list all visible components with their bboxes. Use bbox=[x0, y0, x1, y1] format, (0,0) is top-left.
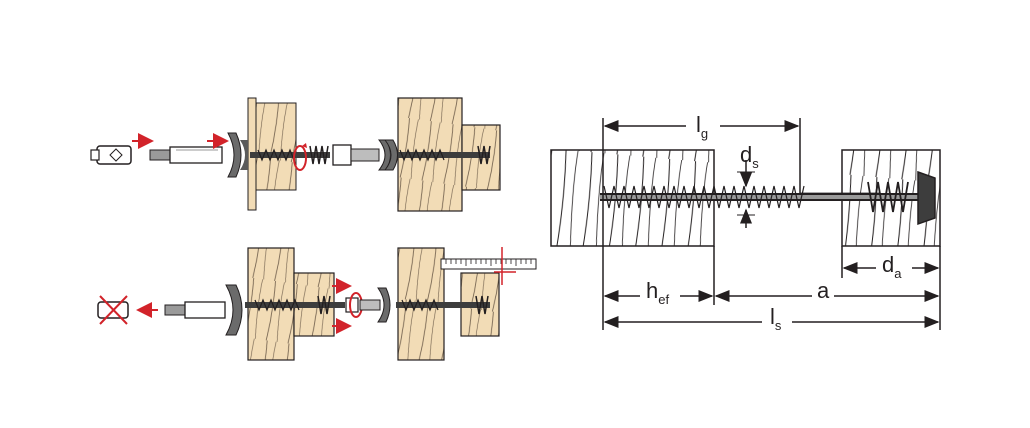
dimension-lg-label: lg bbox=[696, 112, 708, 141]
step-3-installed bbox=[383, 97, 501, 212]
crossed-out-bit-icon bbox=[97, 295, 129, 325]
screw-detail bbox=[600, 170, 936, 226]
drive-bit bbox=[149, 146, 223, 164]
step-5-tighten bbox=[245, 247, 391, 361]
step-2-screwing bbox=[240, 97, 391, 211]
dimension-ls-label: ls bbox=[770, 304, 782, 333]
clockwise-rotation-icon bbox=[293, 145, 307, 171]
dimension-ds-label: ds bbox=[740, 142, 759, 171]
bit-holder-icon bbox=[90, 145, 132, 165]
measuring-ruler bbox=[440, 247, 537, 285]
step-6-check-depth bbox=[396, 247, 537, 361]
dimension-a-label: a bbox=[817, 278, 830, 303]
screw bbox=[250, 145, 330, 165]
dimension-drawing: lg ds hef a da ls bbox=[550, 112, 941, 333]
screw-driver bbox=[332, 139, 391, 171]
screw-head bbox=[917, 170, 936, 226]
dimension-hef-label: hef bbox=[646, 278, 669, 307]
step-4-remove-bit bbox=[97, 284, 243, 336]
step-1-bit-insertion bbox=[90, 132, 242, 178]
washer-cone bbox=[227, 132, 242, 178]
dimension-da-label: da bbox=[882, 252, 902, 281]
